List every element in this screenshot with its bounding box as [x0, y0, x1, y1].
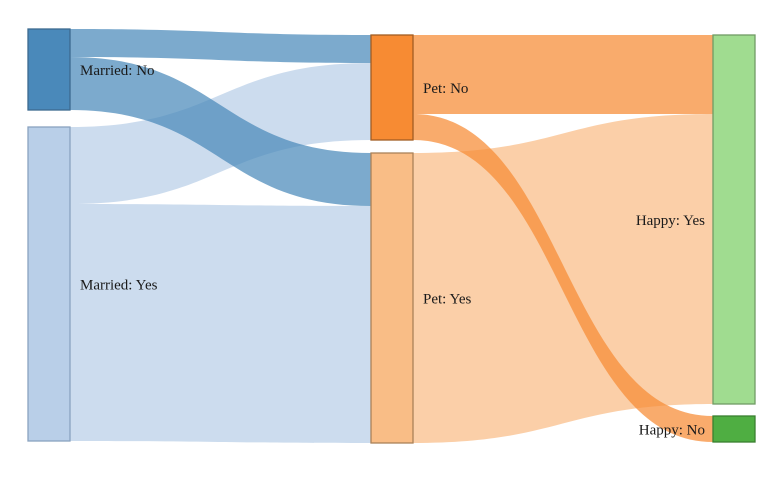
node-pet-yes	[370, 152, 414, 444]
sankey-links-layer	[70, 29, 713, 443]
node-married-yes	[27, 126, 71, 442]
link-pet-no-to-happy-no	[413, 114, 713, 442]
label-happy-no: Happy: No	[639, 422, 705, 438]
node-happy-no	[712, 415, 756, 443]
link-married-no-to-pet-no	[70, 29, 371, 63]
node-married-no	[27, 28, 71, 111]
node-happy-yes	[712, 34, 756, 405]
link-married-no-to-pet-yes	[70, 57, 371, 206]
label-pet-no: Pet: No	[423, 81, 468, 97]
label-married-yes: Married: Yes	[80, 277, 158, 293]
label-pet-yes: Pet: Yes	[423, 291, 472, 307]
label-married-no: Married: No	[80, 63, 155, 79]
label-happy-yes: Happy: Yes	[636, 213, 705, 229]
link-married-yes-to-pet-yes	[70, 204, 371, 443]
link-pet-no-to-happy-yes	[413, 35, 713, 114]
sankey-nodes-layer	[27, 28, 756, 444]
node-pet-no	[370, 34, 414, 141]
